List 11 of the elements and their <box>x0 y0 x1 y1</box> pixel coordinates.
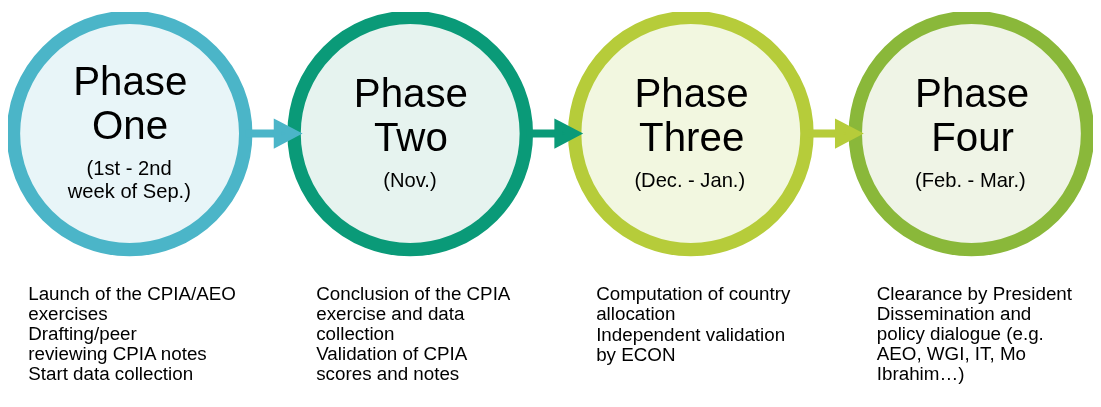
node-circle: Phase Four (Feb. - Mar.) <box>848 11 1093 256</box>
node-label: Independent validation by ECON <box>596 323 786 365</box>
node-label: Clearance by President <box>876 282 1072 304</box>
node-label: Computation of country allocation <box>596 282 791 324</box>
node-circle: Phase One (1st - 2nd week of Sep.) <box>8 11 253 256</box>
node-label: Conclusion of the CPIA exercise and data collection <box>316 282 511 344</box>
node-label: Validation of CPIA scores and notes <box>316 342 468 384</box>
node-circle: Phase Two (Nov.) <box>287 11 534 256</box>
node-label: Drafting/peer reviewing CPIA notes <box>28 322 207 364</box>
node-label: Launch of the CPIA/AEO exercises <box>28 282 236 324</box>
node-circle: Phase Three (Dec. - Jan.) <box>567 11 814 256</box>
